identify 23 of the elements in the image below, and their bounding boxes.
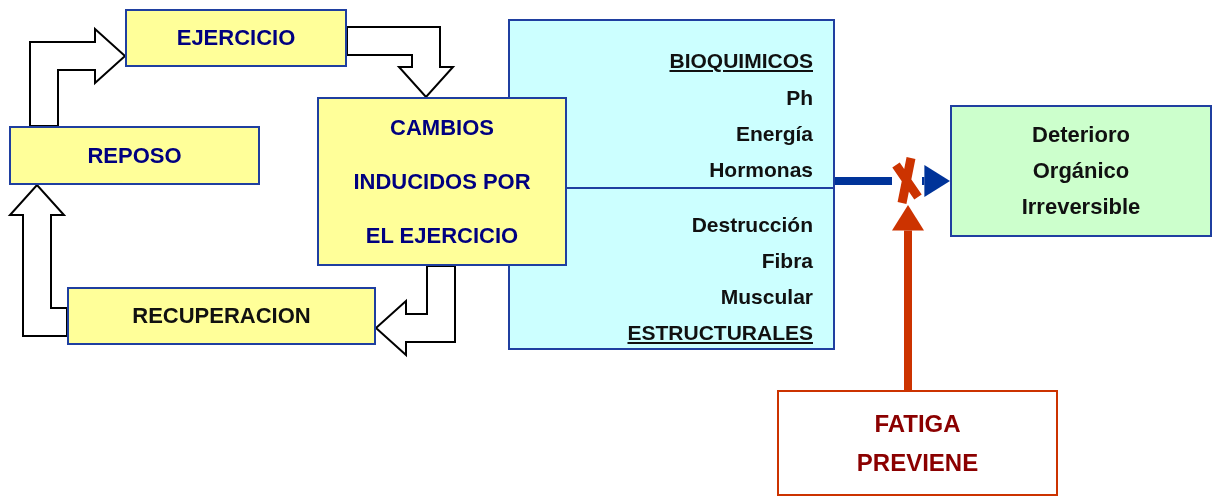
box-label: EJERCICIO (176, 24, 296, 52)
process-box (317, 97, 567, 266)
category-heading: BIOQUIMICOS (669, 48, 813, 74)
box-label: REPOSO (87, 141, 182, 170)
item-list: Destrucción Fibra Muscular (691, 207, 813, 315)
process-box (950, 105, 1212, 237)
arrow (922, 165, 950, 197)
item-list: Ph Energía Hormonas (709, 80, 813, 188)
cross-mark (892, 155, 922, 205)
block-arrow (29, 26, 127, 127)
category-heading: ESTRUCTURALES (627, 320, 813, 346)
arrow (892, 205, 924, 390)
block-arrow (7, 183, 68, 337)
box-label: RECUPERACION (132, 302, 311, 330)
process-box (125, 9, 347, 67)
process-box (9, 126, 260, 185)
box-label: Deterioro Orgánico Irreversible (1021, 121, 1141, 221)
box-label: CAMBIOS INDUCIDOS POR EL EJERCICIO (352, 113, 532, 250)
block-arrow (374, 265, 456, 358)
box-label: FATIGA PREVIENE (856, 409, 979, 478)
block-arrow (346, 26, 456, 99)
process-box (777, 390, 1058, 496)
process-box (67, 287, 376, 345)
